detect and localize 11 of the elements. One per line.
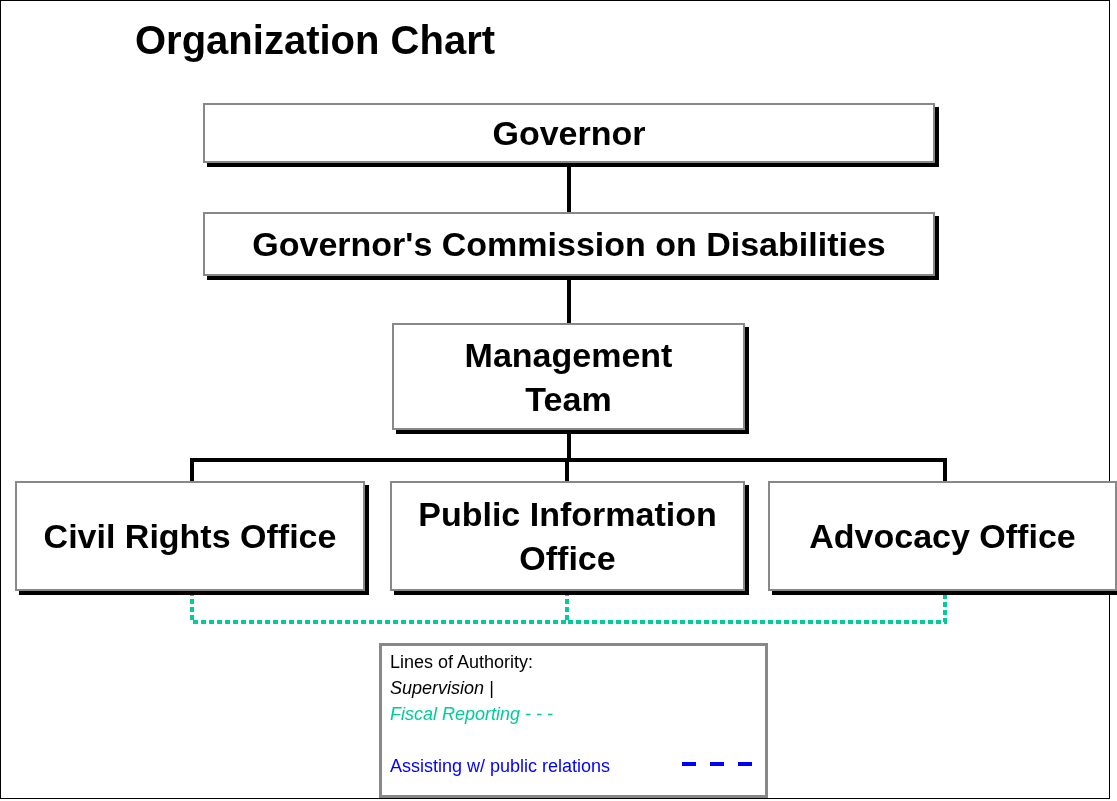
legend-text: Supervision | [390,678,494,699]
legend-text: Fiscal Reporting - - - [390,704,554,725]
legend-text: Assisting w/ public relations [390,756,611,777]
box-label: Civil Rights Office [43,516,337,557]
box-label: Governor's Commission on Disabilities [252,224,886,265]
legend-heading: Lines of Authority: [390,652,534,673]
box-label: Governor [492,113,646,154]
box-label: Management Team [463,334,674,420]
chart-title: Organization Chart [135,18,496,63]
box-label: Public Information Office [417,494,718,579]
box-label: Advocacy Office [809,516,1076,557]
